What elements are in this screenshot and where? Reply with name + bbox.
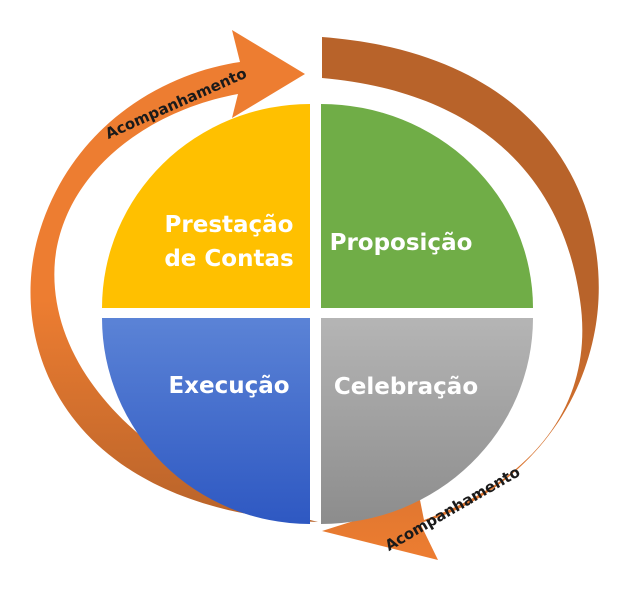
label-celebracao: Celebração — [334, 374, 478, 400]
quadrant-execucao — [102, 318, 310, 524]
label-proposicao: Proposição — [330, 230, 473, 256]
label-prestacao-line1: Prestação — [165, 212, 294, 238]
left-cycle-arrow — [30, 30, 318, 522]
label-prestacao-line2: de Contas — [164, 246, 293, 272]
right-cycle-arrow — [322, 37, 599, 560]
quadrant-celebracao — [321, 318, 533, 524]
quadrant-prestacao-de-contas — [102, 104, 310, 308]
quadrant-proposicao — [321, 104, 533, 308]
label-execucao: Execução — [168, 373, 289, 399]
